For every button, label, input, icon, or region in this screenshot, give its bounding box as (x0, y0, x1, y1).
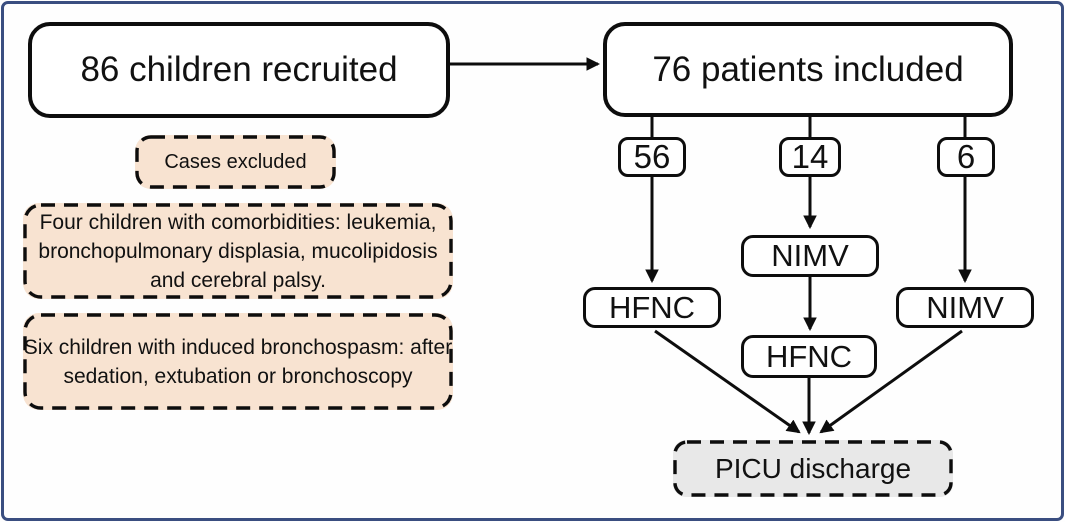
nimv-center-label: NIMV (771, 238, 849, 273)
exclusion-comorbidities-text: Four children with comorbidities: leukem… (38, 210, 438, 292)
treatment-box-hfnc-center: HFNC (741, 335, 877, 378)
hfnc-center-label: HFNC (765, 338, 853, 374)
exclusion-header-box: Cases excluded (135, 135, 336, 189)
count-box-nimv-branch: 6 (937, 137, 995, 177)
exclusion-bronchospasm-box: Six children with induced bronchospasm: … (23, 313, 453, 410)
count-box-hfnc-branch: 56 (618, 137, 686, 177)
discharge-label: PICU discharge (714, 452, 912, 484)
exclusion-bronchospasm-text: Six children with induced bronchospasm: … (23, 335, 453, 388)
dashed-border (673, 440, 953, 497)
node-recruited: 86 children recruited (28, 22, 450, 118)
count-nimv-hfnc-branch-label: 14 (791, 138, 829, 175)
exclusion-comorbidities-box: Four children with comorbidities: leukem… (23, 203, 453, 299)
discharge-box: PICU discharge (673, 440, 953, 497)
dashed-border (23, 313, 453, 410)
exclusion-header-label: Cases excluded (164, 150, 307, 173)
nimv-right-label: NIMV (926, 289, 1004, 325)
treatment-box-nimv-right: NIMV (896, 287, 1034, 328)
treatment-box-hfnc-left: HFNC (583, 287, 721, 328)
node-included-label: 76 patients included (652, 49, 964, 89)
count-hfnc-branch-label: 56 (633, 138, 671, 175)
count-nimv-branch-label: 6 (956, 138, 976, 175)
node-recruited-label: 86 children recruited (80, 50, 398, 89)
count-box-nimv-hfnc-branch: 14 (779, 137, 841, 177)
hfnc-left-label: HFNC (608, 289, 696, 325)
node-included: 76 patients included (603, 22, 1013, 117)
treatment-box-nimv-center: NIMV (741, 235, 879, 277)
dashed-border (23, 203, 453, 299)
